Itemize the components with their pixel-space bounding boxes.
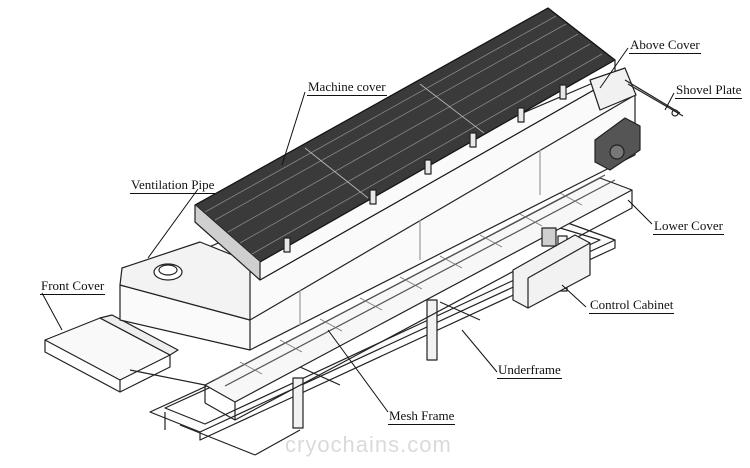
- label-mesh-frame: Mesh Frame: [388, 408, 456, 425]
- label-shovel-plate: Shovel Plate: [675, 82, 743, 99]
- drive-motor: [594, 117, 641, 171]
- above-cover-part: [589, 67, 684, 117]
- watermark: cryochains.com: [285, 432, 452, 457]
- machine-cover-part: [194, 7, 616, 281]
- label-underframe: Underframe: [497, 362, 562, 379]
- leader-lines: [41, 47, 675, 413]
- tunnel-body: [119, 79, 636, 351]
- label-machine-cover: Machine cover: [307, 79, 387, 96]
- label-ventilation-pipe: Ventilation Pipe: [130, 177, 216, 194]
- label-above-cover: Above Cover: [629, 37, 701, 54]
- label-lower-cover: Lower Cover: [653, 218, 724, 235]
- front-cover-part: [44, 314, 206, 393]
- conveyor-bed: [204, 174, 633, 421]
- control-cabinet-part: [512, 227, 591, 309]
- label-control-cabinet: Control Cabinet: [589, 297, 675, 314]
- label-front-cover: Front Cover: [40, 278, 106, 295]
